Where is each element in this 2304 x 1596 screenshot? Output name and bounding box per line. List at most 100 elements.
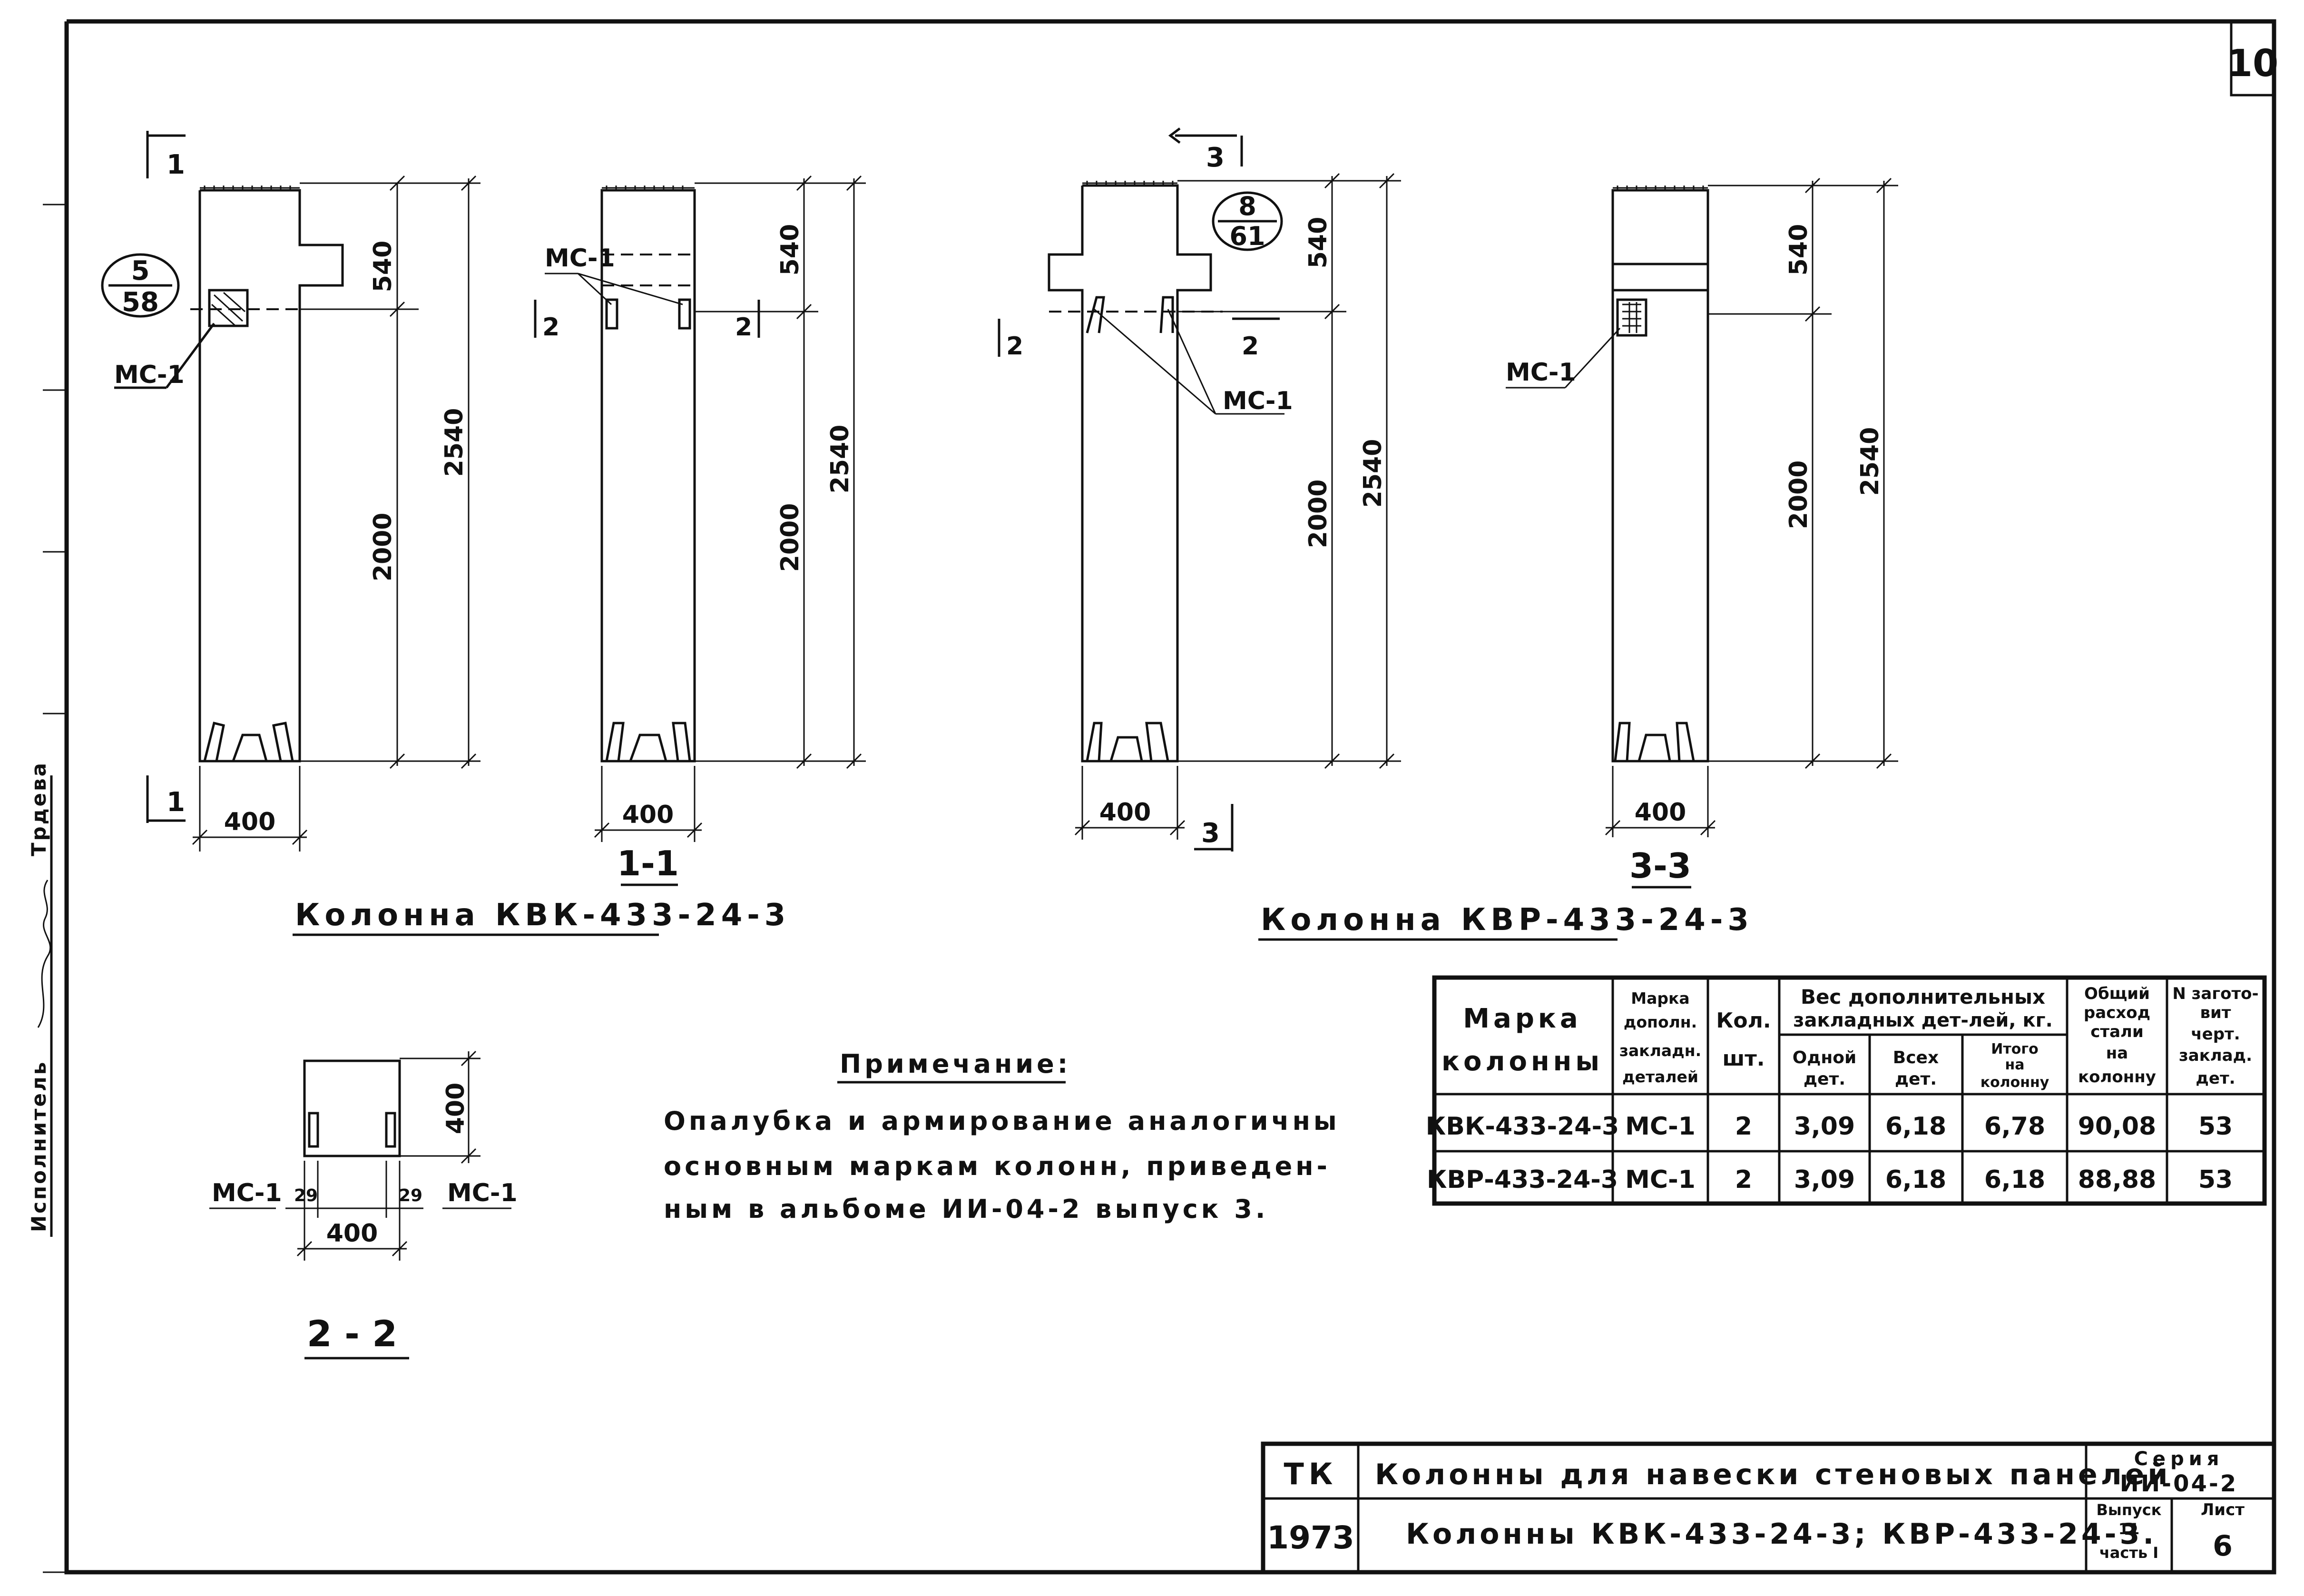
dims-sec33: 540 2000 2540 400 [1605,177,1898,837]
section-2-2: 400 400 29 29 МС-1 МС-1 2 - 2 [209,1050,518,1360]
cut-marker-2-kvr: 2 2 [998,317,1280,361]
cell: 90,08 [2078,1112,2156,1141]
dims-sec11: 540 2000 2540 400 [594,175,866,842]
title-section-1-1: 1-1 [617,843,679,886]
label-mc1-left: МС-1 [114,323,216,389]
cell: 2 [1735,1165,1752,1194]
callout-left: 5 58 [101,253,180,318]
hdr-part-2: дополн. [1624,1013,1697,1031]
cell: 6,18 [1984,1165,2045,1194]
hdr-drawing-2: вит [2200,1003,2231,1022]
hdr-weight-total-2: на [2005,1057,2025,1073]
dim-2540: 2540 [440,408,469,477]
hdr-part-1: Марка [1631,989,1689,1008]
side-stamp: Исполнитель Трдева [27,761,53,1237]
dim-29-right: 29 [399,1186,422,1205]
column-section-3-3: МС-1 540 2000 2540 400 3-3 [1506,177,1898,889]
dim-540: 540 [1304,217,1333,269]
dim-2000: 2000 [1784,460,1813,529]
cut-3-top: 3 [1206,142,1225,173]
note: Примечание: Опалубка и армирование анало… [664,1049,1337,1224]
note-heading: Примечание: [840,1049,1071,1079]
callout-left-bottom: 58 [122,287,159,318]
callout-right-top: 8 [1238,191,1256,221]
issue-label: Выпуск [2097,1501,2162,1519]
side-signature-name: Трдева [27,761,50,856]
dim-2540: 2540 [826,425,854,494]
dim-2000: 2000 [776,503,804,572]
callout-left-top: 5 [131,255,150,286]
dim-400: 400 [224,808,276,836]
cut-2-right: 2 [735,313,752,342]
sheet-frame: 10 [43,19,2279,1575]
hdr-weight-total-3: колонну [1980,1074,2049,1091]
hdr-drawing-3: черт. [2191,1025,2240,1044]
cell: 53 [2198,1112,2233,1141]
hdr-drawing-5: дет. [2196,1069,2235,1088]
hdr-mark-1: Марка [1463,1003,1581,1034]
signature-mark [37,880,51,1028]
cut-3-bottom: 3 [1201,818,1220,849]
label-mc1-sec33: МС-1 [1506,327,1621,389]
mc1-label: МС-1 [447,1179,518,1207]
hdr-steel-4: на [2106,1044,2128,1063]
cut-2-right: 2 [1242,332,1259,361]
section-1-1-label: 1-1 [617,843,679,883]
dim-400: 400 [1099,798,1151,827]
title-kvk-text: Колонна КВК-433-24-3 [295,898,790,933]
title-kvr: Колонна КВР-433-24-3 [1258,902,1749,941]
dim-29-left: 29 [294,1186,318,1205]
hdr-weight-1: Вес дополнительных [1801,985,2045,1009]
side-stamp-label: Исполнитель [27,1060,50,1232]
dim-2000: 2000 [1304,480,1333,548]
issue-value: 11 [2118,1520,2140,1538]
cut-2-left: 2 [1006,332,1023,361]
column-kvk-elevation: 5 58 МС-1 540 2000 2540 400 [101,131,790,936]
cut-1-top: 1 [167,149,185,180]
hdr-drawing-1: N загото- [2172,984,2258,1003]
note-line-3: ным в альбоме ИИ-04-2 выпуск 3. [664,1194,1268,1224]
spec-table: Марка колонны Марка дополн. закладн. дет… [1426,975,2267,1206]
hdr-steel-3: стали [2090,1022,2144,1041]
cut-marker-2: 2 2 [534,300,760,342]
dim-540: 540 [1784,224,1813,276]
dim-400: 400 [1635,798,1686,827]
hdr-weight-one-2: дет. [1804,1069,1845,1089]
sheet-number: 10 [2227,42,2279,85]
cut-2-left: 2 [542,313,559,342]
hdr-mark-2: колонны [1441,1046,1603,1077]
cell: МС-1 [1625,1112,1696,1141]
cell: 6,18 [1885,1165,1946,1194]
sheet-value: 6 [2213,1529,2233,1563]
cut-marker-3: 3 3 [1168,127,1243,852]
hdr-steel-5: колонну [2078,1067,2156,1087]
mc1-label: МС-1 [212,1179,282,1207]
cell: 3,09 [1794,1112,1855,1141]
dim-540: 540 [776,224,804,276]
cell: 3,09 [1794,1165,1855,1194]
hdr-weight-all-1: Всех [1893,1048,1939,1067]
table-row: КВР-433-24-3 МС-1 2 3,09 6,18 6,18 88,88… [1427,1165,2233,1194]
hdr-weight-2: закладных дет-лей, кг. [1793,1009,2053,1031]
title-block: ТК 1973 Колонны для навески стеновых пан… [1261,1441,2274,1572]
dim-2000: 2000 [369,513,397,582]
title-block-title: Колонны для навески стеновых панелей [1375,1458,2171,1491]
callout-right: 8 61 [1212,191,1283,251]
mc1-label: МС-1 [114,361,185,389]
label-mc1-kvr: МС-1 [1094,308,1293,415]
hdr-weight-all-2: дет. [1895,1069,1937,1089]
cell: КВР-433-24-3 [1427,1165,1618,1194]
hdr-part-3: закладн. [1619,1041,1701,1060]
cell: МС-1 [1625,1165,1696,1194]
section-3-3-label: 3-3 [1629,846,1691,886]
section-2-2-label: 2 - 2 [307,1312,397,1355]
title-section-3-3: 3-3 [1629,846,1691,889]
hdr-qty-1: Кол. [1716,1009,1771,1033]
cell: 53 [2198,1165,2233,1194]
table-row: КВК-433-24-3 МС-1 2 3,09 6,18 6,78 90,08… [1426,1112,2233,1141]
hdr-steel-2: расход [2084,1003,2150,1022]
hdr-weight-total-1: Итого [1991,1041,2038,1057]
mc1-label: МС-1 [545,244,615,273]
part-label: часть I [2099,1544,2158,1562]
